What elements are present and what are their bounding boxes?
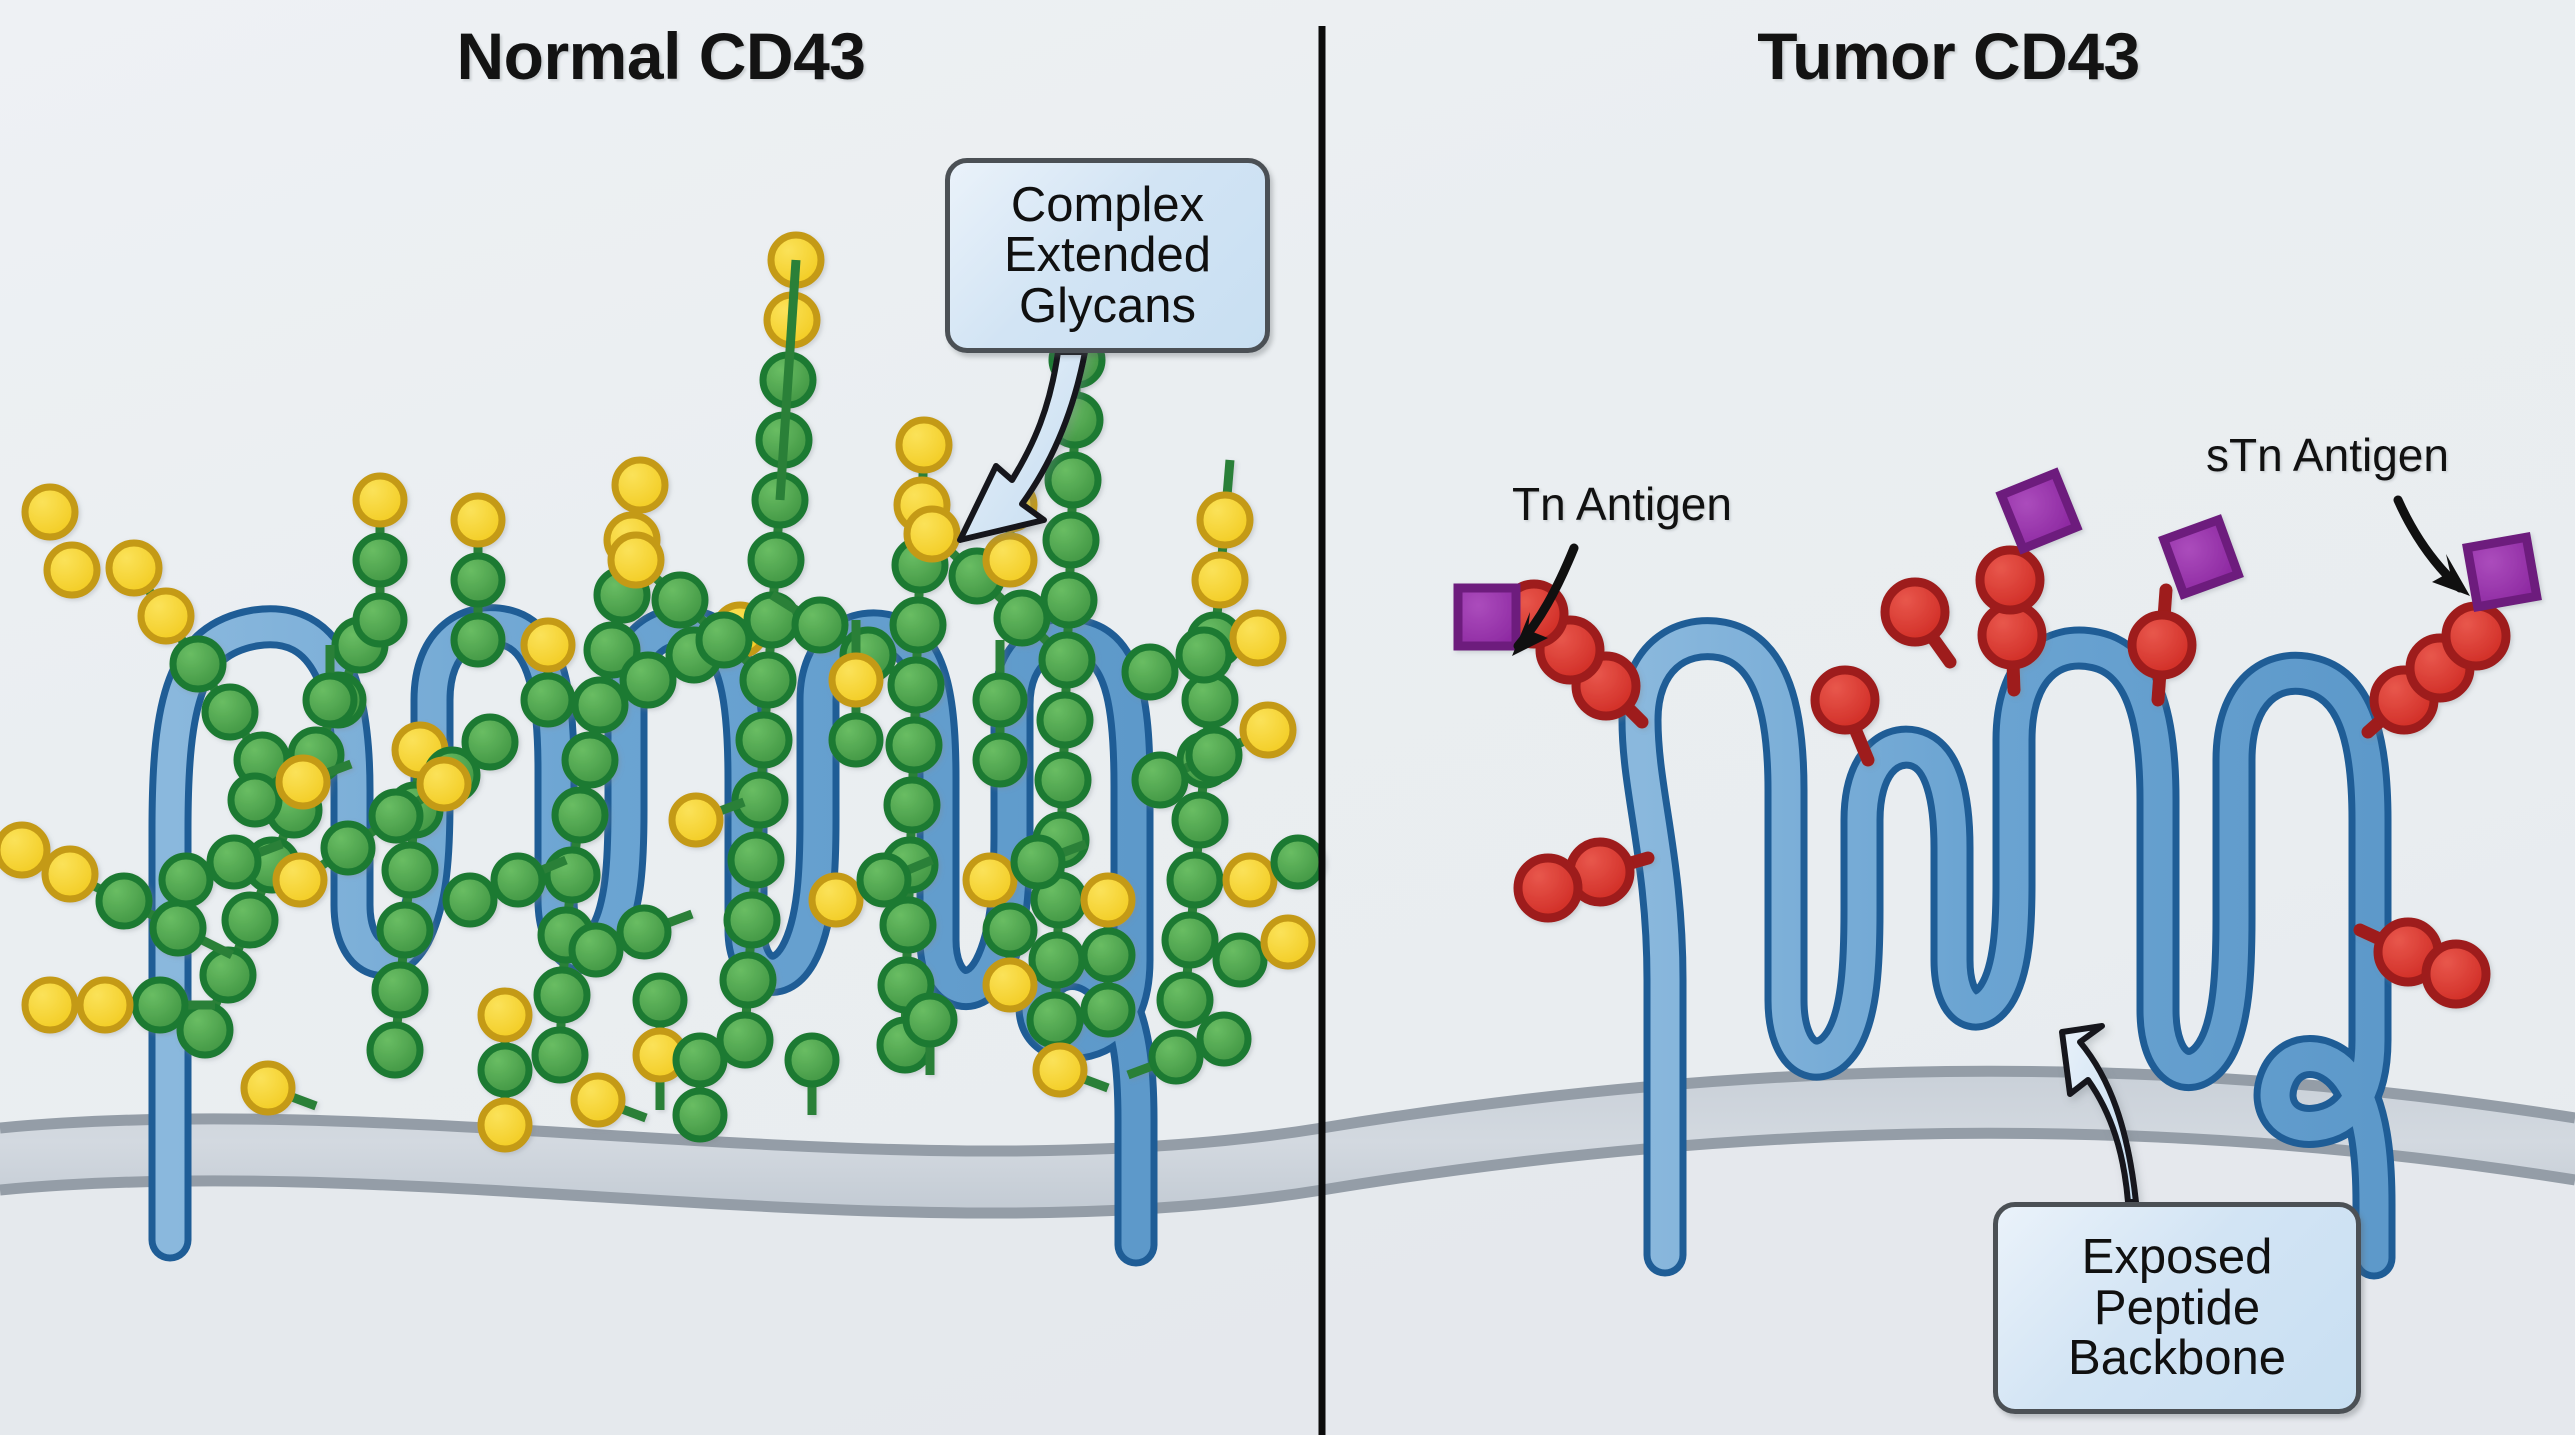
glycan-sidechain [1126,1011,1252,1085]
callout-line: Exposed [2081,1230,2273,1285]
stn-antigen-glycan [2127,514,2244,707]
glycan-sidechain [962,834,1088,908]
glycan-sidechain [784,1032,840,1115]
glycan-sidechain [1212,914,1316,988]
stn-antigen-label: sTn Antigen [2206,429,2449,481]
glycan-sidechain [450,492,506,668]
glycan-sidechain [302,645,358,728]
glycan-sidechain [1121,609,1287,701]
glycan-sidechain [668,792,746,848]
tn-antigen-label: Tn Antigen [1512,478,1732,530]
exposed-backbone-arrow [2059,1023,2139,1205]
glycan-sidechain [632,972,688,1110]
glycan-sidechain [568,904,694,978]
glycan-sidechain [158,834,284,908]
callout-line: Glycans [1018,278,1196,333]
callout-line: Peptide [2093,1280,2261,1335]
callout-line: Extended [1003,228,1212,283]
stn-antigen-glycan [1975,467,2083,697]
glycan-sidechain [352,472,408,648]
tn-antigen-arrow [1512,543,1579,656]
glycan-sidechain [272,756,472,908]
glycan-sidechain [982,902,1038,1013]
complex-extended-glycans-callout: Complex Extended Glycans [945,158,1270,353]
callout-line: Backbone [2068,1331,2286,1386]
glycan-sidechain [1131,701,1297,809]
glycan-sidechain [0,821,235,960]
plasma-membrane [0,1065,2575,1435]
tn-antigen-glycan [2353,917,2491,1009]
glycan-tree [607,231,825,1069]
complex-extended-glycan-forest [0,211,1326,1153]
complex-glycans-arrow [957,349,1088,543]
glycan-sidechain [520,617,576,728]
glycan-sidechain [672,1032,728,1143]
callout-line: Complex [1010,177,1205,232]
tn-antigen-glycan [1513,837,1655,923]
glycan-sidechain [570,1072,648,1128]
exposed-peptide-backbone-callout: Exposed Peptide Backbone [1993,1202,2361,1414]
tn-antigen-glycan [1810,665,1880,767]
glycan-sidechain [21,976,215,1034]
glycan-sidechain [477,987,533,1153]
glycan-sidechain [902,992,958,1075]
glycan-sidechain [1080,872,1136,1038]
tumor-antigens [1453,467,2542,1009]
page-title-normal: Normal CD43 [456,19,866,93]
glycan-sidechain [240,1060,318,1116]
glycan-sidechain [442,852,568,928]
glycan-sidechain [227,754,353,828]
tn-antigen-glycan [1880,577,1957,669]
page-title-tumor: Tumor CD43 [1757,19,2140,93]
glycan-sidechain [808,852,934,928]
tumor-cd43-backbone [1618,617,2396,1280]
glycan-sidechain [1032,1042,1110,1098]
glycan-sidechain [1222,834,1326,908]
stn-antigen-glycan [2361,532,2542,739]
glycan-sidechain [972,640,1028,788]
glycan-sidechain [828,620,884,768]
stn-antigen-arrow [2393,495,2470,596]
